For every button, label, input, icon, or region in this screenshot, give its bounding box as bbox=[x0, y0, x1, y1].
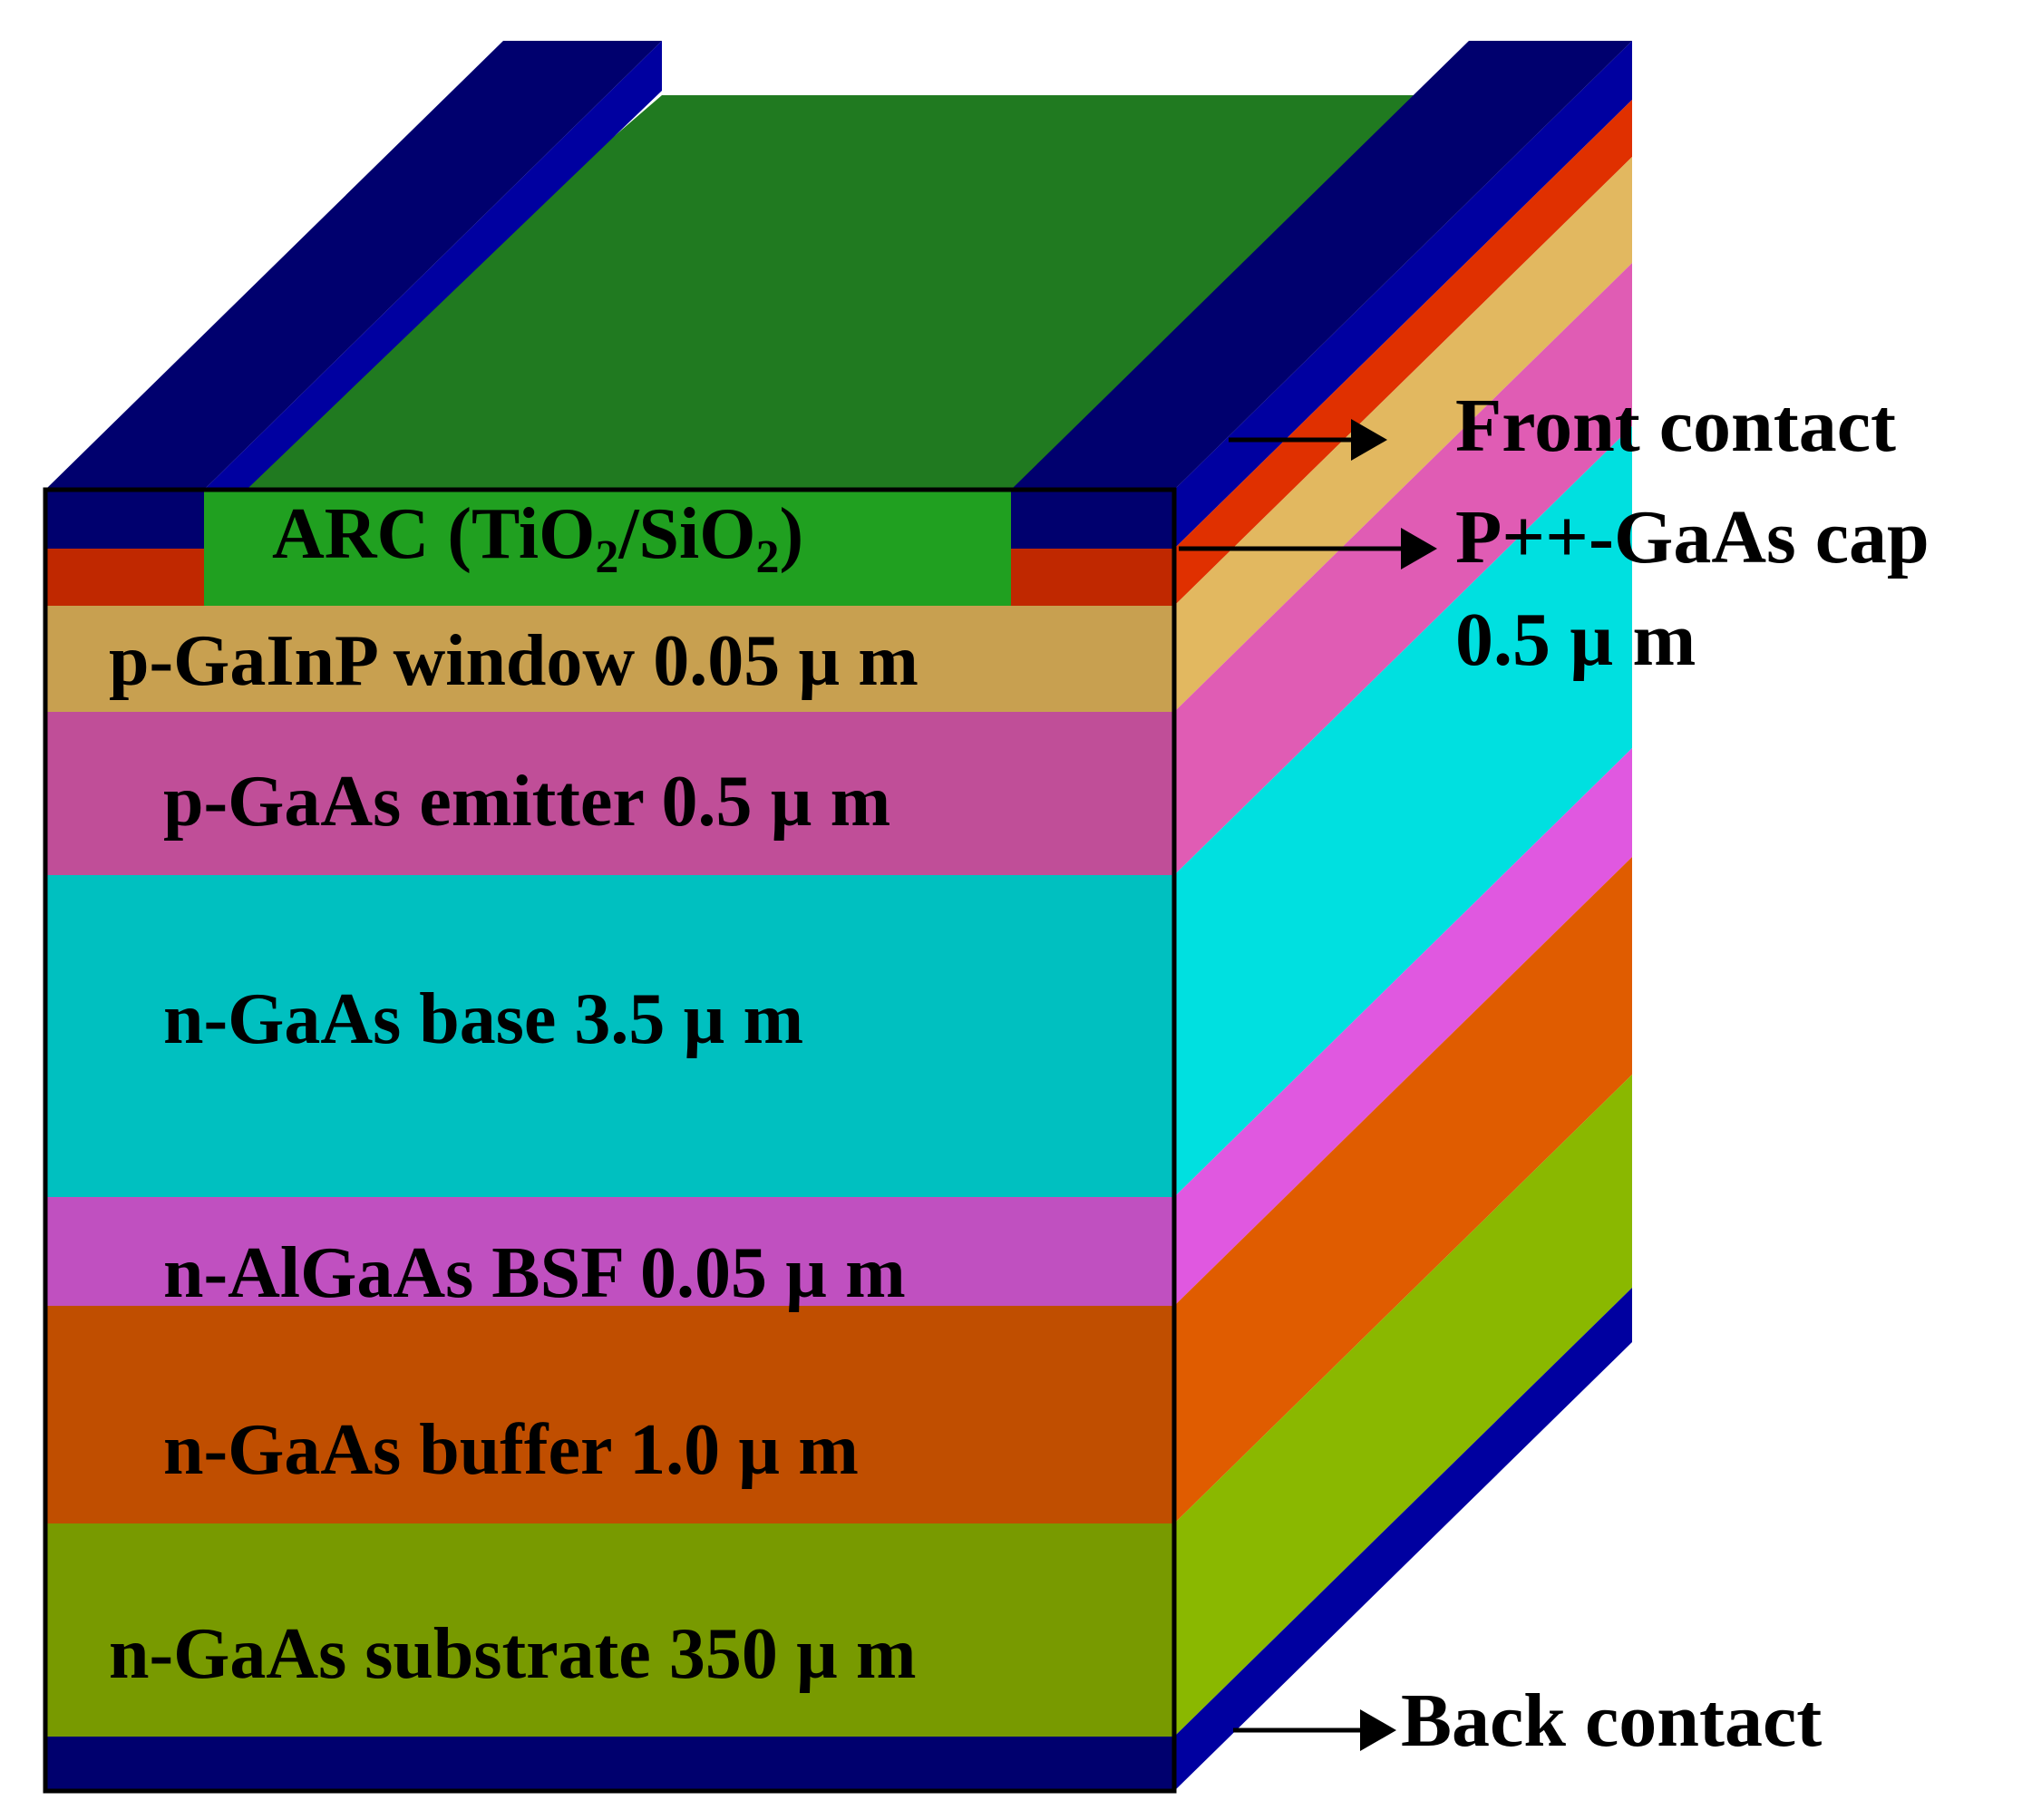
window-layer-label: p-GaInP window 0.05 µ m bbox=[109, 621, 919, 701]
base-layer-label: n-GaAs base 3.5 µ m bbox=[163, 979, 803, 1059]
front-contact-arrowhead bbox=[1351, 419, 1387, 461]
cap-label-line2: 0.5 µ m bbox=[1455, 598, 1696, 682]
arc-label: ARC (TiO2/SiO2) bbox=[272, 494, 803, 583]
substrate-layer-label: n-GaAs substrate 350 µ m bbox=[109, 1614, 917, 1694]
emitter-layer-label: p-GaAs emitter 0.5 µ m bbox=[163, 762, 890, 842]
side-emitter-layer bbox=[1174, 263, 1632, 875]
top-contact-left-edge bbox=[204, 41, 662, 530]
top-contact-left bbox=[45, 41, 662, 490]
bsf-layer bbox=[45, 1197, 1174, 1306]
window-layer bbox=[45, 606, 1174, 712]
side-base-layer bbox=[1174, 426, 1632, 1197]
back-contact-arrowhead bbox=[1360, 1709, 1396, 1751]
front-contact-right bbox=[1011, 490, 1174, 549]
front-outline bbox=[43, 487, 1177, 1794]
side-contact-bottom bbox=[1174, 1288, 1632, 1791]
top-face bbox=[45, 41, 1632, 530]
base-layer bbox=[45, 875, 1174, 1197]
bsf-layer-label: n-AlGaAs BSF 0.05 µ m bbox=[163, 1233, 906, 1313]
top-arc-surface bbox=[204, 95, 1469, 490]
side-bsf-layer bbox=[1174, 748, 1632, 1306]
substrate-layer bbox=[45, 1523, 1174, 1737]
buffer-layer-label: n-GaAs buffer 1.0 µ m bbox=[163, 1410, 859, 1490]
buffer-layer bbox=[45, 1306, 1174, 1523]
front-cap-right bbox=[1011, 549, 1174, 606]
side-contact-top bbox=[1174, 41, 1632, 549]
back-contact-layer bbox=[45, 1737, 1174, 1791]
arc-layer bbox=[204, 490, 1011, 606]
cap-arrowhead bbox=[1401, 528, 1437, 569]
emitter-layer bbox=[45, 712, 1174, 875]
side-window-layer bbox=[1174, 157, 1632, 712]
callouts: Front contact P++-GaAs cap 0.5 µ m Back … bbox=[1179, 384, 1930, 1763]
side-buffer-layer bbox=[1174, 857, 1632, 1523]
cap-label-line1: P++-GaAs cap bbox=[1455, 495, 1930, 579]
layer-labels: ARC (TiO2/SiO2) p-GaInP window 0.05 µ m … bbox=[109, 494, 919, 1694]
back-contact-label: Back contact bbox=[1401, 1679, 1822, 1763]
front-contact-left bbox=[45, 490, 204, 549]
side-cap-layer bbox=[1174, 100, 1632, 606]
side-substrate-layer bbox=[1174, 1075, 1632, 1737]
front-cap-left bbox=[45, 549, 204, 606]
side-face bbox=[1174, 41, 1632, 1791]
top-contact-right bbox=[1011, 41, 1632, 490]
front-face bbox=[43, 487, 1177, 1794]
front-contact-label: Front contact bbox=[1455, 384, 1896, 468]
